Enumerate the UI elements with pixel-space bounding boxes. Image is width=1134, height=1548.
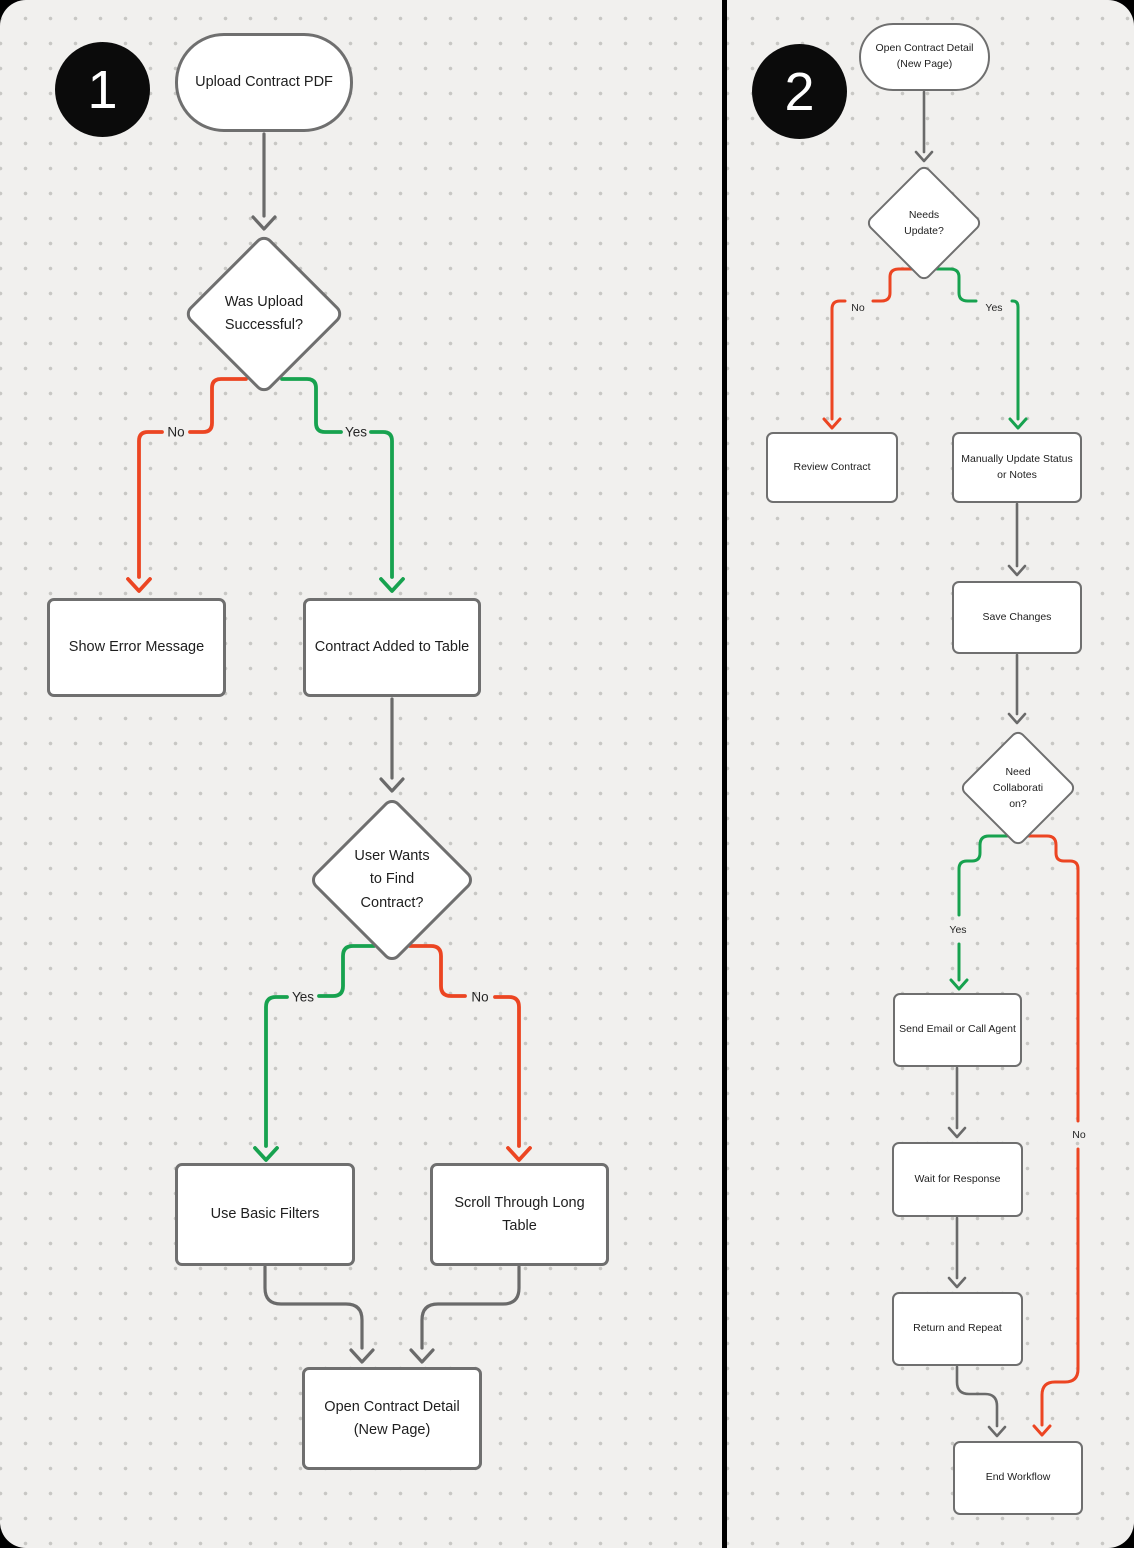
edge-no-to-show-error	[126, 377, 248, 593]
edge-label-yes: Yes	[344, 424, 368, 440]
edge-repeat-to-end	[955, 1365, 1007, 1438]
node-end-workflow[interactable]: End Workflow	[953, 1441, 1083, 1515]
node-label: Open Contract Detail (New Page)	[324, 1399, 460, 1438]
step-badge-1: 1	[55, 42, 150, 137]
node-contract-added-to-table[interactable]: Contract Added to Table	[303, 598, 481, 697]
edge-label-no: No	[1072, 1129, 1086, 1141]
node-use-basic-filters[interactable]: Use Basic Filters	[175, 1163, 355, 1266]
panel-divider	[722, 0, 727, 1548]
edge-save-to-need-collab	[1007, 653, 1027, 725]
node-label: Scroll Through Long Table	[454, 1195, 585, 1234]
edge-upload-to-decision	[251, 132, 277, 231]
edge-scroll-to-open-detail	[409, 1265, 521, 1364]
edge-start-to-needs-update	[914, 90, 934, 163]
node-label: Was Upload Successful?	[224, 293, 304, 333]
edge-email-to-wait	[947, 1066, 967, 1139]
node-label: Open Contract Detail (New Page)	[875, 42, 974, 70]
panel1-edges	[126, 132, 532, 1364]
edge-wait-to-repeat	[947, 1216, 967, 1289]
edge-label-yes: Yes	[949, 924, 967, 936]
node-label: Need Collaborati on?	[992, 765, 1044, 811]
node-label: Save Changes	[982, 610, 1052, 623]
node-scroll-through-long-table[interactable]: Scroll Through Long Table	[430, 1163, 609, 1266]
step-number: 2	[784, 61, 815, 122]
node-review-contract[interactable]: Review Contract	[766, 432, 898, 503]
edge-label-no: No	[471, 989, 489, 1005]
edge-label-yes: Yes	[291, 989, 315, 1005]
node-label: Manually Update Status or Notes	[961, 452, 1073, 481]
step-badge-2: 2	[752, 44, 847, 139]
edge-filters-to-open-detail	[263, 1265, 375, 1364]
node-label: Send Email or Call Agent	[899, 1023, 1016, 1036]
edge-label-no: No	[167, 424, 185, 440]
node-wait-for-response[interactable]: Wait for Response	[892, 1142, 1023, 1217]
edge-yes-to-send-email	[949, 834, 1009, 991]
edge-no-to-scroll-table	[408, 944, 532, 1162]
edge-yes-to-use-filters	[253, 944, 376, 1162]
node-label: Show Error Message	[68, 639, 205, 656]
node-label: Wait for Response	[914, 1172, 1001, 1185]
node-open-contract-detail[interactable]: Open Contract Detail (New Page)	[302, 1367, 482, 1470]
edge-label-no: No	[851, 302, 865, 314]
node-return-and-repeat[interactable]: Return and Repeat	[892, 1292, 1023, 1366]
node-show-error-message[interactable]: Show Error Message	[47, 598, 226, 697]
panel-step-1: 1 Upload Contract PDF Was Upload Success…	[0, 0, 722, 1548]
decision-need-collaboration[interactable]: Need Collaborati on?	[958, 728, 1078, 848]
edge-yes-to-manual-update	[935, 267, 1028, 430]
node-label: Contract Added to Table	[314, 639, 470, 656]
edge-update-to-save	[1007, 502, 1027, 577]
step-number: 1	[87, 59, 118, 120]
node-label: Upload Contract PDF	[195, 74, 333, 91]
node-save-changes[interactable]: Save Changes	[952, 581, 1082, 654]
edge-no-to-end-workflow	[1027, 834, 1080, 1437]
decision-was-upload-successful[interactable]: Was Upload Successful?	[182, 232, 346, 396]
node-label: Return and Repeat	[913, 1322, 1002, 1335]
edge-no-to-review-contract	[822, 267, 914, 430]
edge-yes-to-contract-added	[280, 377, 405, 593]
node-send-email-or-call-agent[interactable]: Send Email or Call Agent	[893, 993, 1022, 1067]
node-label: User Wants to Find Contract?	[354, 848, 430, 911]
node-label: Review Contract	[793, 460, 871, 473]
node-open-contract-detail-start[interactable]: Open Contract Detail (New Page)	[859, 23, 990, 91]
node-upload-contract-pdf[interactable]: Upload Contract PDF	[175, 33, 353, 132]
panel-step-2: 2 Open Contract Detail (New Page) Needs …	[727, 0, 1134, 1548]
node-label: Needs Update?	[904, 208, 944, 237]
node-label: End Workflow	[985, 1471, 1051, 1484]
edge-label-yes: Yes	[985, 302, 1003, 314]
node-manually-update-status[interactable]: Manually Update Status or Notes	[952, 432, 1082, 503]
decision-needs-update[interactable]: Needs Update?	[864, 163, 984, 283]
node-label: Use Basic Filters	[210, 1206, 320, 1223]
edge-added-to-decision-find	[379, 697, 405, 793]
decision-user-wants-to-find-contract[interactable]: User Wants to Find Contract?	[307, 795, 477, 965]
